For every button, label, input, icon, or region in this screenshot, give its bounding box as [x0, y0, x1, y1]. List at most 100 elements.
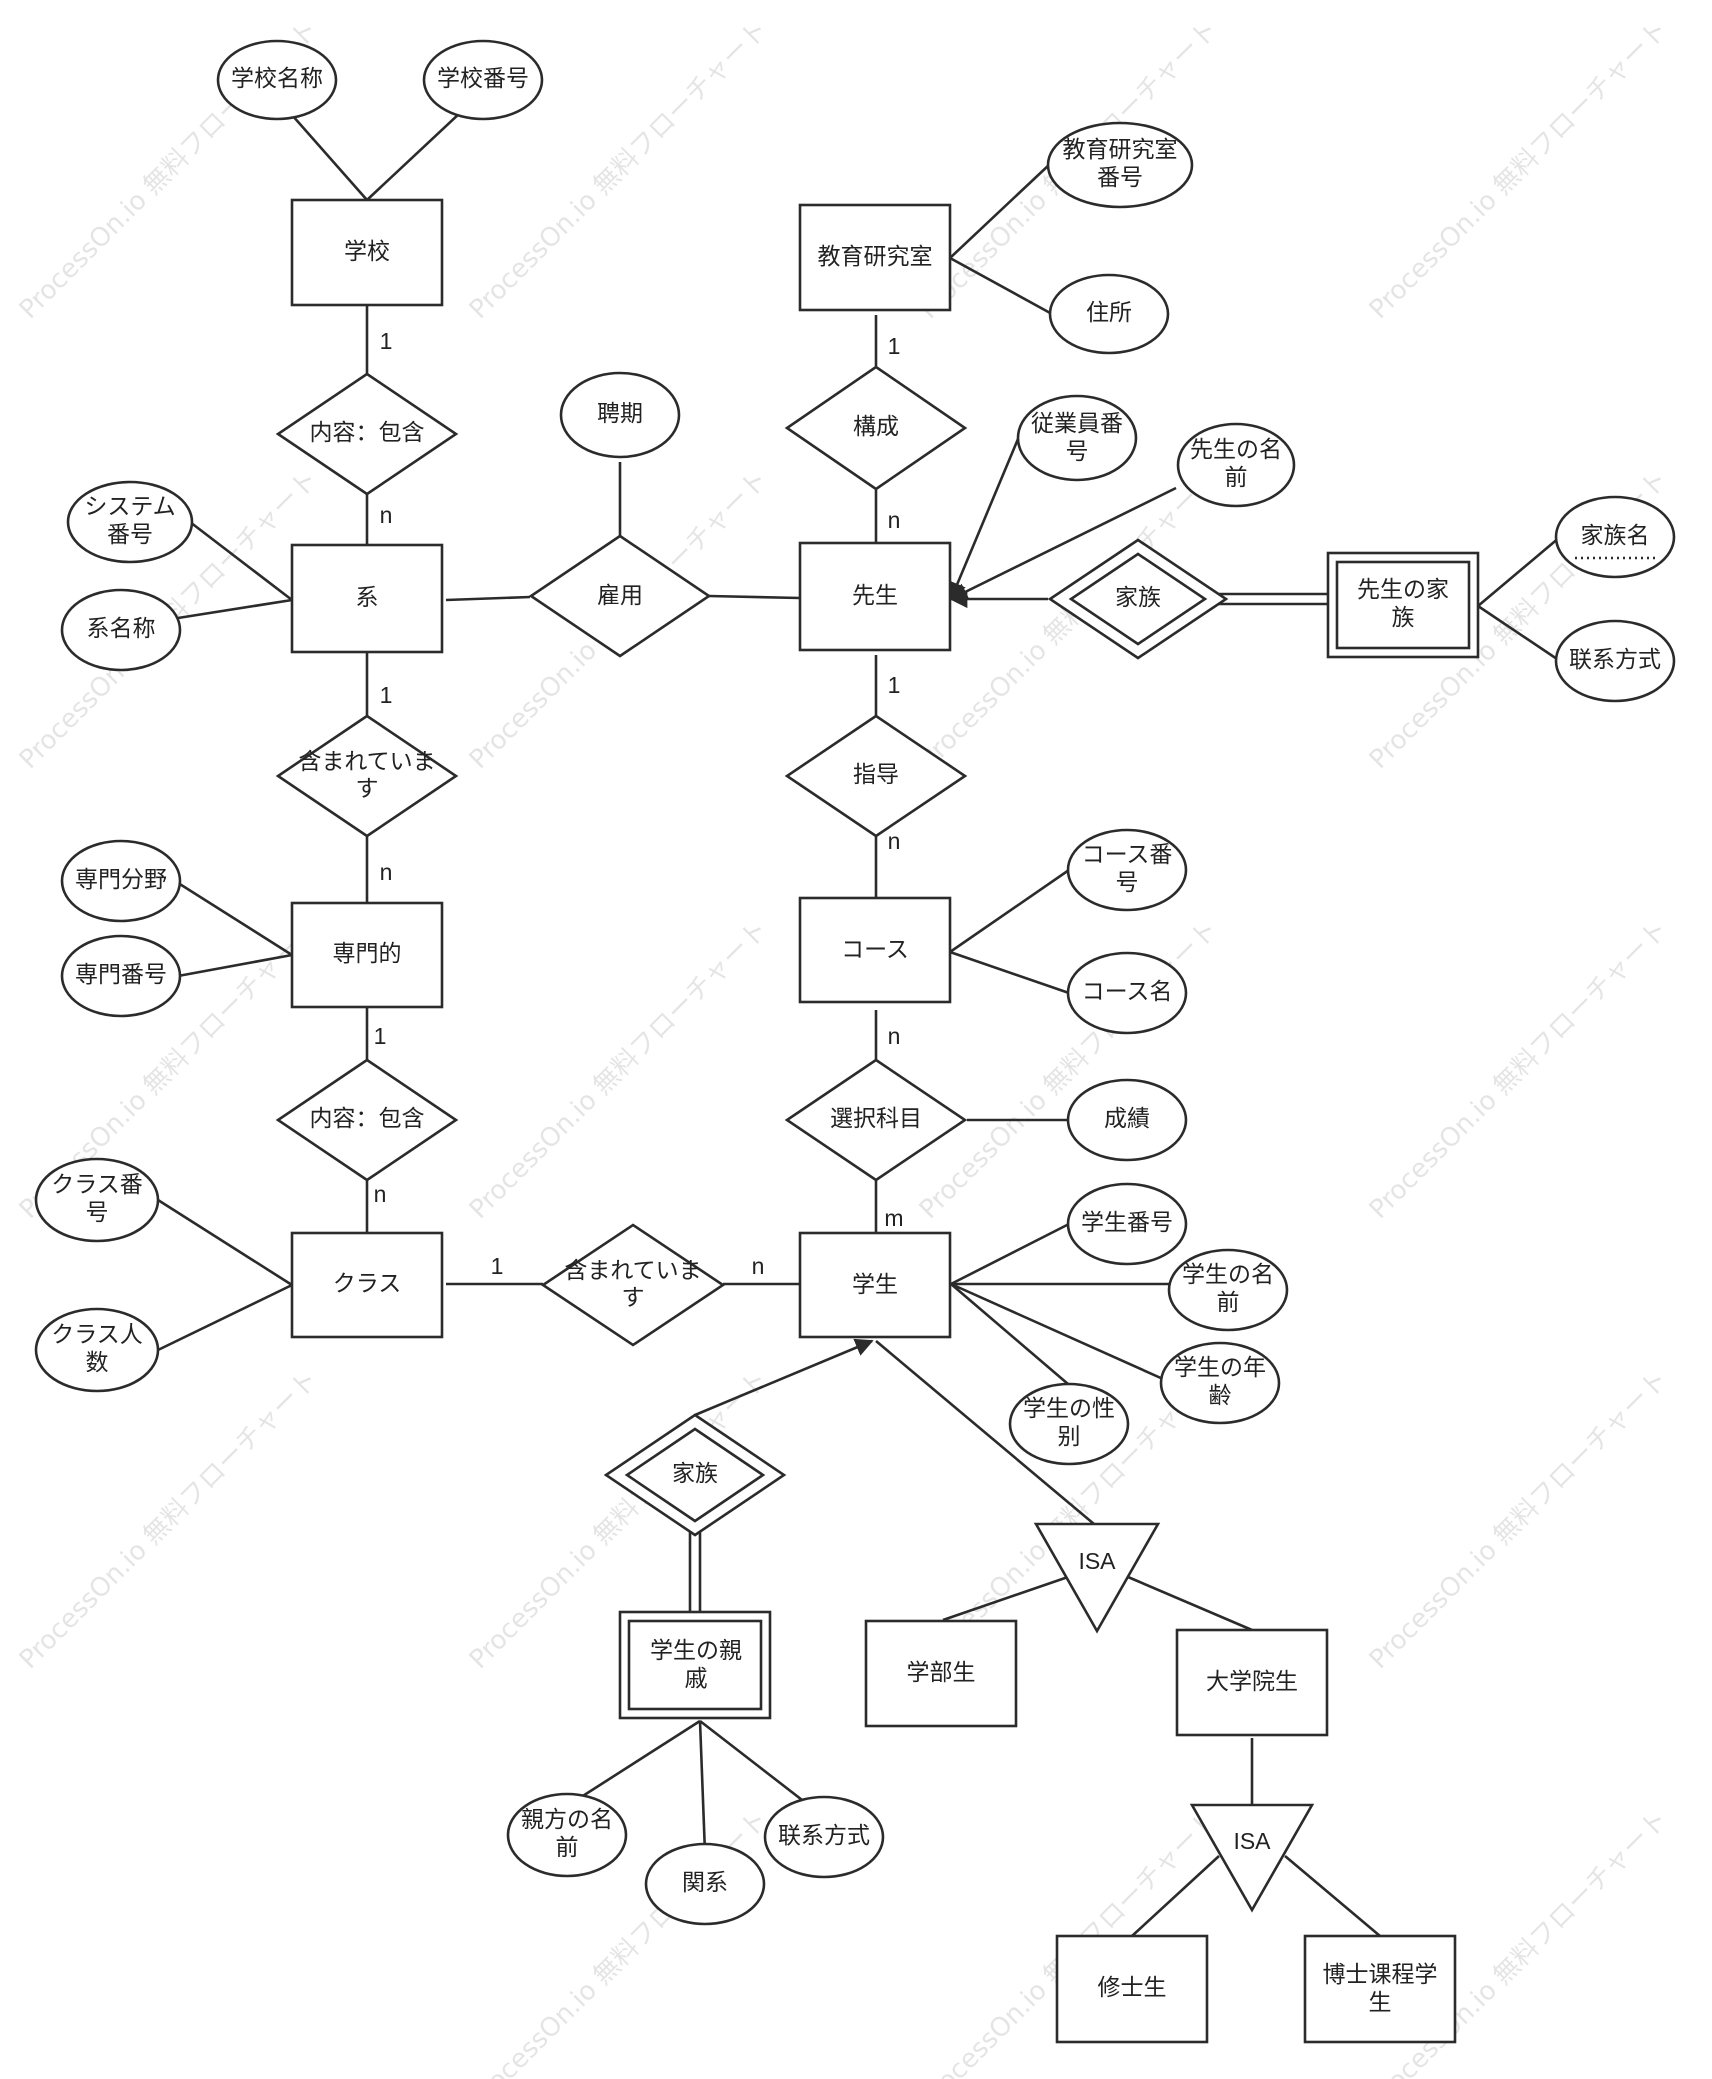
attribute-major-no: 専門番号: [60, 934, 182, 1018]
relationship-label-line2: す: [356, 775, 379, 801]
attribute-contact-teacher: 联系方式: [1554, 619, 1676, 703]
entity-student: 学生: [798, 1231, 952, 1339]
isa-label: ISA: [1233, 1828, 1271, 1854]
cardinality-label: n: [888, 1023, 901, 1049]
attribute-dept-name: 系名称: [60, 588, 182, 672]
attribute-label: 専門番号: [75, 961, 167, 987]
attribute-label-line2: 号: [86, 1199, 109, 1225]
cardinality-label: n: [380, 859, 393, 885]
connectors: [157, 97, 1561, 1937]
attribute-label-line2: 前: [1217, 1289, 1240, 1315]
attribute-class-size: クラス人 数: [34, 1307, 160, 1393]
entity-course: コース: [798, 896, 952, 1004]
attribute-relation: 関系: [644, 1842, 766, 1926]
cardinality-label: n: [380, 502, 393, 528]
entity-label-line1: 先生の家: [1357, 576, 1449, 602]
entity-doctor: 博士课程学 生: [1303, 1934, 1457, 2044]
attribute-label-line1: 学生の名: [1182, 1261, 1274, 1287]
cardinality-labels: 1 n 1 n 1 n 1 n 1 n n m 1 n: [374, 328, 904, 1279]
relationship-label-line2: す: [622, 1284, 645, 1310]
attribute-label-line1: 先生の名: [1190, 436, 1282, 462]
entity-label-line2: 族: [1392, 604, 1415, 630]
attribute-label-line1: 親方の名: [521, 1806, 613, 1832]
cardinality-label: 1: [888, 333, 901, 359]
weak-entity-student-relatives: 学生の親 戚: [618, 1610, 772, 1720]
relationship-compose: 構成: [784, 365, 968, 491]
attribute-label-line1: システム: [84, 493, 175, 519]
entity-label-line2: 生: [1369, 1989, 1392, 2015]
cardinality-label: m: [884, 1205, 903, 1231]
attribute-label-line2: 别: [1058, 1423, 1081, 1449]
attribute-label-line1: 学生の性: [1023, 1395, 1115, 1421]
attribute-label-line1: 学生の年: [1174, 1354, 1266, 1380]
entity-label: 修士生: [1098, 1974, 1167, 2000]
attribute-label: 住所: [1086, 299, 1132, 325]
attribute-class-no: クラス番 号: [34, 1157, 160, 1243]
attribute-label-line2: 号: [1116, 869, 1139, 895]
attribute-label: 関系: [682, 1869, 728, 1895]
attribute-address: 住所: [1048, 273, 1170, 355]
entity-label-line1: 学生の親: [650, 1637, 742, 1663]
entity-class: クラス: [290, 1231, 444, 1339]
relationship-label: 構成: [853, 413, 899, 439]
attribute-label: コース名: [1082, 978, 1173, 1004]
isa-triangle-lower: ISA: [1189, 1803, 1315, 1913]
isa-label: ISA: [1078, 1548, 1116, 1574]
attribute-family-name: 家族名: [1554, 495, 1676, 579]
attribute-course-name: コース名: [1066, 951, 1188, 1035]
entity-label: 学校: [344, 238, 390, 264]
relationship-label: 家族: [672, 1460, 718, 1486]
entity-label-line1: 博士课程学: [1323, 1961, 1438, 1987]
cardinality-label: 1: [380, 682, 393, 708]
entity-teacher: 先生: [798, 541, 952, 652]
attribute-student-no: 学生番号: [1066, 1182, 1188, 1266]
relationship-label-line1: 含まれていま: [298, 748, 435, 774]
cardinality-label: 1: [380, 328, 393, 354]
relationship-label: 内容：包含: [310, 1105, 425, 1131]
attribute-school-no: 学校番号: [422, 39, 544, 121]
cardinality-label: n: [888, 507, 901, 533]
relationship-label: 指导: [853, 761, 899, 787]
isa-triangle-upper: ISA: [1033, 1522, 1161, 1634]
attribute-label-line2: 齢: [1209, 1382, 1232, 1408]
relationship-family-teacher: 家族: [1047, 538, 1229, 660]
attribute-student-name: 学生の名 前: [1167, 1248, 1289, 1332]
attribute-course-no: コース番 号: [1066, 828, 1188, 912]
entity-label: クラス: [333, 1270, 402, 1296]
attribute-label: 学生番号: [1081, 1209, 1173, 1235]
attribute-school-name: 学校名称: [216, 39, 338, 121]
relationship-family-student: 家族: [603, 1413, 787, 1537]
attribute-label-line1: クラス番: [51, 1171, 143, 1197]
entity-undergrad: 学部生: [864, 1619, 1018, 1728]
relationship-select: 選択科目: [784, 1058, 968, 1182]
attribute-label-line1: クラス人: [51, 1321, 143, 1347]
entity-label: 大学院生: [1206, 1668, 1298, 1694]
entity-label: 系: [356, 584, 379, 610]
attribute-label: 家族名: [1581, 522, 1650, 548]
attribute-label-line2: 前: [556, 1834, 579, 1860]
attribute-label-line2: 数: [86, 1349, 109, 1375]
relationship-dept-major: 含まれていま す: [275, 714, 459, 838]
attribute-term: 聘期: [559, 371, 681, 459]
attribute-label: 系名称: [87, 615, 156, 641]
watermark: ProcessOn.io 無料フローチャート: [914, 915, 1224, 1225]
attribute-label-line1: コース番: [1082, 841, 1173, 867]
attribute-label-line1: 従業員番: [1031, 410, 1123, 436]
watermark: ProcessOn.io 無料フローチャート: [14, 1365, 324, 1675]
attribute-lab-no: 教育研究室 番号: [1046, 121, 1194, 209]
entity-label: 学部生: [907, 1659, 976, 1685]
cardinality-label: n: [888, 828, 901, 854]
entity-major: 専門的: [290, 901, 444, 1009]
entity-label: コース: [841, 936, 909, 962]
attribute-student-age: 学生の年 齢: [1159, 1341, 1281, 1425]
attribute-label-line2: 号: [1066, 438, 1089, 464]
cardinality-label: 1: [491, 1253, 504, 1279]
watermark: ProcessOn.io 無料フローチャート: [1364, 15, 1674, 325]
relationship-major-class: 内容：包含: [275, 1058, 459, 1182]
attribute-teacher-name: 先生の名 前: [1176, 422, 1296, 508]
relationship-label: 選択科目: [830, 1105, 922, 1131]
attribute-label: 専門分野: [75, 866, 167, 892]
watermark-layer: ProcessOn.io 無料フローチャート ProcessOn.io 無料フロ…: [14, 15, 1674, 2079]
attribute-parent-name: 親方の名 前: [506, 1792, 628, 1878]
attribute-label: 联系方式: [1569, 646, 1661, 672]
